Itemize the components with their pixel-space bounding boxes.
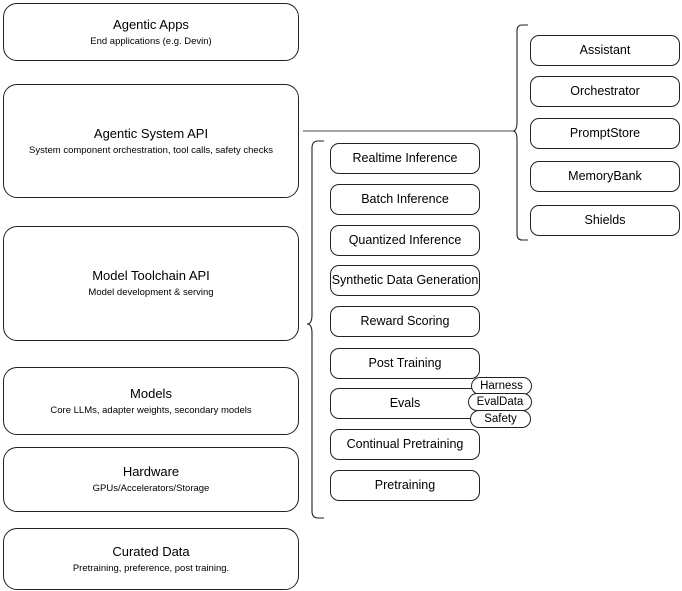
component-label: Orchestrator [570,84,640,98]
layer-box-models[interactable]: Models Core LLMs, adapter weights, secon… [3,367,299,435]
component-chip-orchestrator[interactable]: Orchestrator [530,76,680,107]
layer-box-hardware[interactable]: Hardware GPUs/Accelerators/Storage [3,447,299,512]
layer-title: Curated Data [112,543,190,559]
evals-badge-label: Harness [480,380,523,392]
layer-box-agentic-apps[interactable]: Agentic Apps End applications (e.g. Devi… [3,3,299,61]
capability-label: Reward Scoring [360,314,450,328]
layer-title: Agentic Apps [113,16,189,32]
capability-label: Pretraining [374,478,436,492]
layer-title: Agentic System API [93,125,209,141]
bracket-toolchain-capabilities [306,140,324,519]
component-chip-shields[interactable]: Shields [530,205,680,236]
capability-label: Synthetic Data Generation [331,273,479,287]
layer-subtitle: Model development & serving [88,287,214,298]
layer-title: Hardware [122,464,180,479]
capability-chip-batch-inference[interactable]: Batch Inference [330,184,480,215]
component-chip-assistant[interactable]: Assistant [530,35,680,66]
evals-badge-harness[interactable]: Harness [471,377,532,395]
layer-title: Models [130,385,172,401]
capability-label: Continual Pretraining [346,437,464,451]
layer-box-curated-data[interactable]: Curated Data Pretraining, preference, po… [3,528,299,590]
capability-label: Quantized Inference [348,233,462,247]
evals-badge-evaldata[interactable]: EvalData [468,393,532,411]
component-label: Assistant [579,43,631,57]
evals-badge-safety[interactable]: Safety [470,410,531,428]
layer-subtitle: Pretraining, preference, post training. [72,562,230,574]
layer-subtitle: GPUs/Accelerators/Storage [92,483,210,494]
component-label: PromptStore [569,126,641,140]
layer-title: Model Toolchain API [92,268,210,283]
component-label: MemoryBank [568,169,642,183]
layer-subtitle: Core LLMs, adapter weights, secondary mo… [50,404,252,416]
capability-chip-realtime-inference[interactable]: Realtime Inference [330,143,480,174]
layer-box-agentic-system-api[interactable]: Agentic System API System component orch… [3,84,299,198]
layer-subtitle: System component orchestration, tool cal… [29,144,273,156]
component-chip-promptstore[interactable]: PromptStore [530,118,680,149]
capability-label: Batch Inference [361,192,449,206]
capability-chip-reward-scoring[interactable]: Reward Scoring [330,306,480,337]
capability-chip-evals[interactable]: Evals [330,388,480,419]
capability-chip-quantized-inference[interactable]: Quantized Inference [330,225,480,256]
evals-badge-label: EvalData [476,396,524,408]
capability-chip-pretraining[interactable]: Pretraining [330,470,480,501]
capability-label: Realtime Inference [352,151,458,165]
component-label: Shields [584,213,626,227]
capability-label: Evals [389,396,421,410]
component-chip-memorybank[interactable]: MemoryBank [530,161,680,192]
capability-chip-continual-pretraining[interactable]: Continual Pretraining [330,429,480,460]
bracket-system-components [512,24,528,241]
evals-badge-label: Safety [484,413,517,425]
capability-chip-synthetic-data-generation[interactable]: Synthetic Data Generation [330,265,480,296]
connector-system-api-to-components [303,130,515,132]
capability-chip-post-training[interactable]: Post Training [330,348,480,379]
layer-box-model-toolchain-api[interactable]: Model Toolchain API Model development & … [3,226,299,341]
capability-label: Post Training [368,356,442,370]
layer-subtitle: End applications (e.g. Devin) [90,35,212,47]
